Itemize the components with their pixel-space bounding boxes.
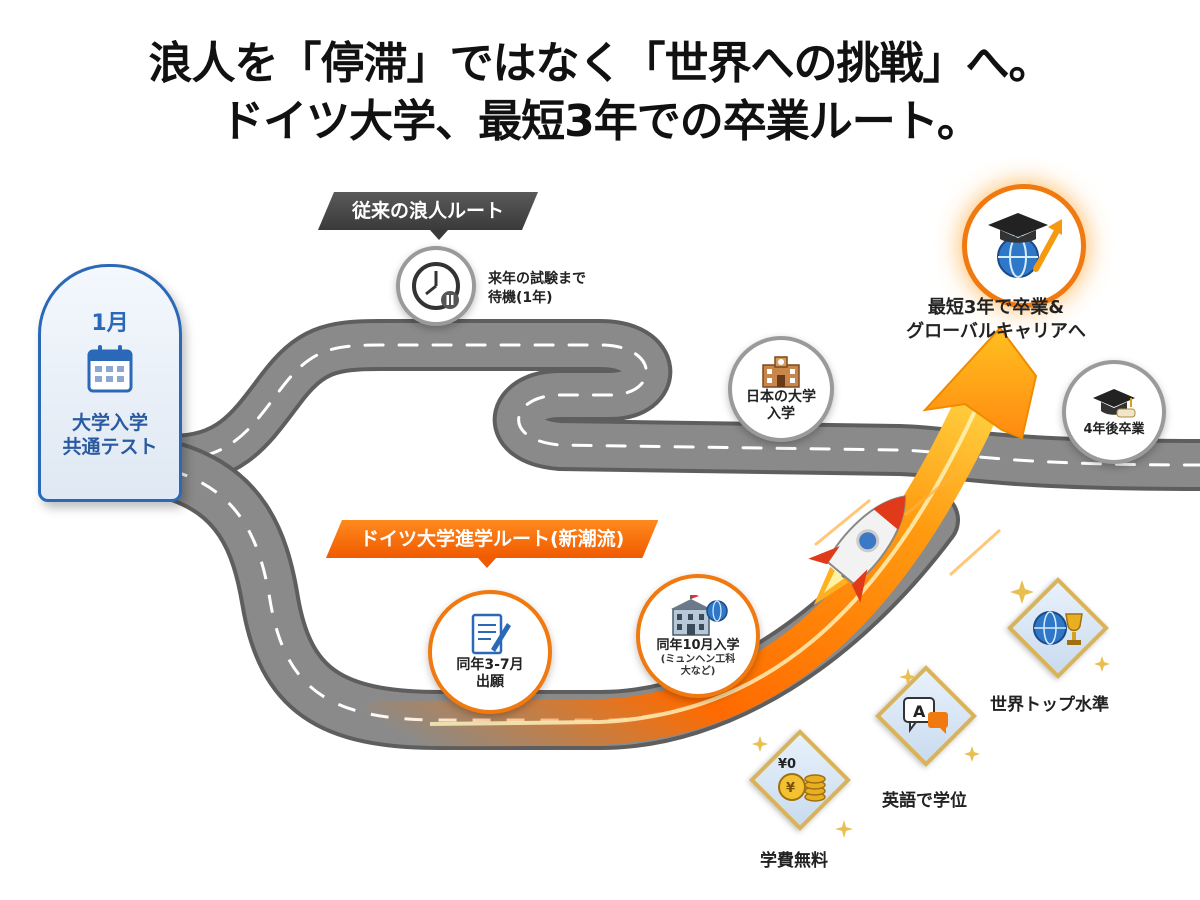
university-globe-icon — [671, 594, 728, 636]
four-year-graduation-node: 4年後卒業 — [1062, 360, 1166, 464]
fast-track-arrow — [357, 326, 1038, 748]
benefit-world-icon-wrap — [1026, 596, 1090, 660]
wait-node-text: 来年の試験まで 待機(1年) — [488, 271, 586, 306]
traditional-route-tag: 従来の浪人ルート — [318, 192, 538, 230]
start-badge: 1月 大学入学 共通テスト — [38, 264, 182, 502]
benefit-world-label: 世界トップ水準 — [990, 695, 1109, 715]
japan-university-node: 日本の大学 入学 — [728, 336, 834, 442]
goal-text: 最短3年で卒業& グローバルキャリアへ — [906, 297, 1086, 342]
calendar-icon — [87, 345, 133, 393]
enroll-node-line1: 同年10月入学 — [656, 637, 740, 653]
globe-trophy-icon — [1033, 611, 1083, 645]
apply-node: 同年3-7月 出願 — [428, 590, 552, 714]
benefit-tuition-icon-wrap: ¥0 ¥ — [768, 748, 832, 812]
start-label: 大学入学 共通テスト — [62, 412, 158, 458]
german-road — [140, 440, 960, 750]
goal-node — [962, 184, 1086, 308]
tag-pointer — [430, 230, 448, 240]
apply-node-line1: 同年3-7月 — [456, 657, 524, 673]
enroll-node-line2: (ミュンヘン工科 — [660, 653, 736, 665]
wait-node — [396, 246, 476, 326]
graduation-cap-icon — [1093, 388, 1136, 417]
graduation-globe-icon — [988, 213, 1062, 278]
german-route-tag: ドイツ大学進学ルート(新潮流) — [326, 520, 658, 558]
benefit-english-label: 英語で学位 — [882, 791, 967, 811]
benefit-english-icon-wrap: A — [894, 684, 958, 748]
coins-yen-icon: ¥0 ¥ — [778, 757, 826, 802]
four-year-graduation-text: 4年後卒業 — [1083, 421, 1145, 437]
benefit-tuition-label: 学費無料 — [760, 851, 828, 871]
start-month: 1月 — [91, 311, 129, 336]
bubble-letter: A — [913, 702, 926, 721]
apply-node-line2: 出願 — [476, 674, 504, 690]
clock-icon — [412, 262, 460, 310]
tag-pointer — [478, 558, 496, 568]
headline-line1: 浪人を「停滞」ではなく「世界への挑戦」へ。 — [148, 38, 1053, 89]
enroll-node-line3: 大など) — [680, 665, 716, 677]
coin-text: ¥0 — [778, 757, 796, 772]
traditional-road — [144, 319, 1200, 491]
rocket-icon — [808, 495, 906, 606]
svg-text:¥: ¥ — [786, 781, 795, 796]
enroll-node: 同年10月入学 (ミュンヘン工科 大など) — [636, 574, 760, 698]
japan-university-text: 日本の大学 入学 — [746, 389, 816, 422]
headline-line2: ドイツ大学、最短3年での卒業ルート。 — [220, 96, 981, 147]
application-form-icon — [471, 613, 511, 655]
speech-bubble-icon: A — [903, 697, 948, 734]
school-building-icon — [762, 356, 800, 388]
